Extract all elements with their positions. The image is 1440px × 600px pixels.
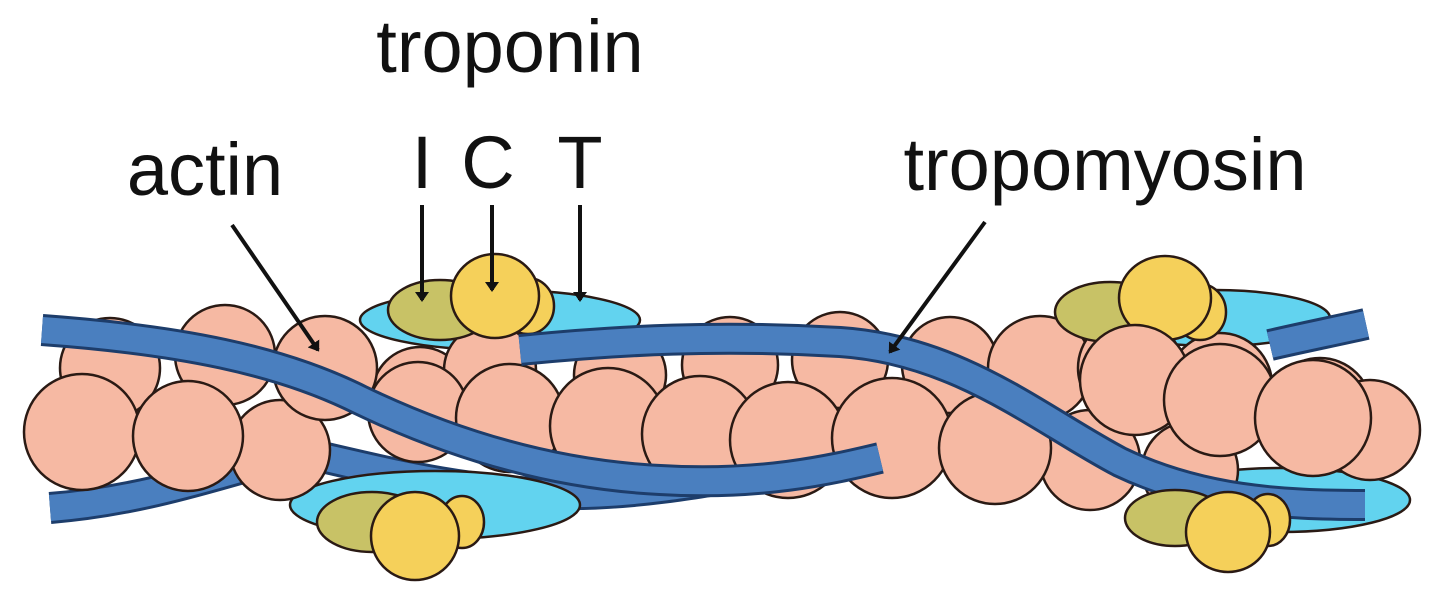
troponin-c-bottom-left	[369, 490, 461, 582]
troponin-c-bottom-right	[1184, 490, 1272, 574]
troponin-i-label: I	[412, 121, 433, 204]
troponin-ic-bottom	[315, 488, 1292, 582]
actin-arrow	[230, 223, 320, 352]
actin-bead-front-2	[131, 379, 245, 493]
tropomyosin-arrow	[888, 220, 987, 354]
label-arrows	[230, 205, 987, 354]
troponin-c-label: C	[461, 121, 514, 204]
actin-bead-front-1	[22, 372, 142, 492]
labels: troponin I C T actin tropomyosin	[127, 5, 1307, 211]
troponin-t-label: T	[557, 121, 602, 204]
tropomyosin-label: tropomyosin	[903, 123, 1306, 206]
troponin-label: troponin	[376, 5, 643, 88]
actin-bead-front-13	[1253, 358, 1373, 478]
actin-label: actin	[127, 128, 283, 211]
troponin-c-top-left	[449, 252, 541, 340]
tropomyosin-front-strands	[40, 308, 1370, 521]
